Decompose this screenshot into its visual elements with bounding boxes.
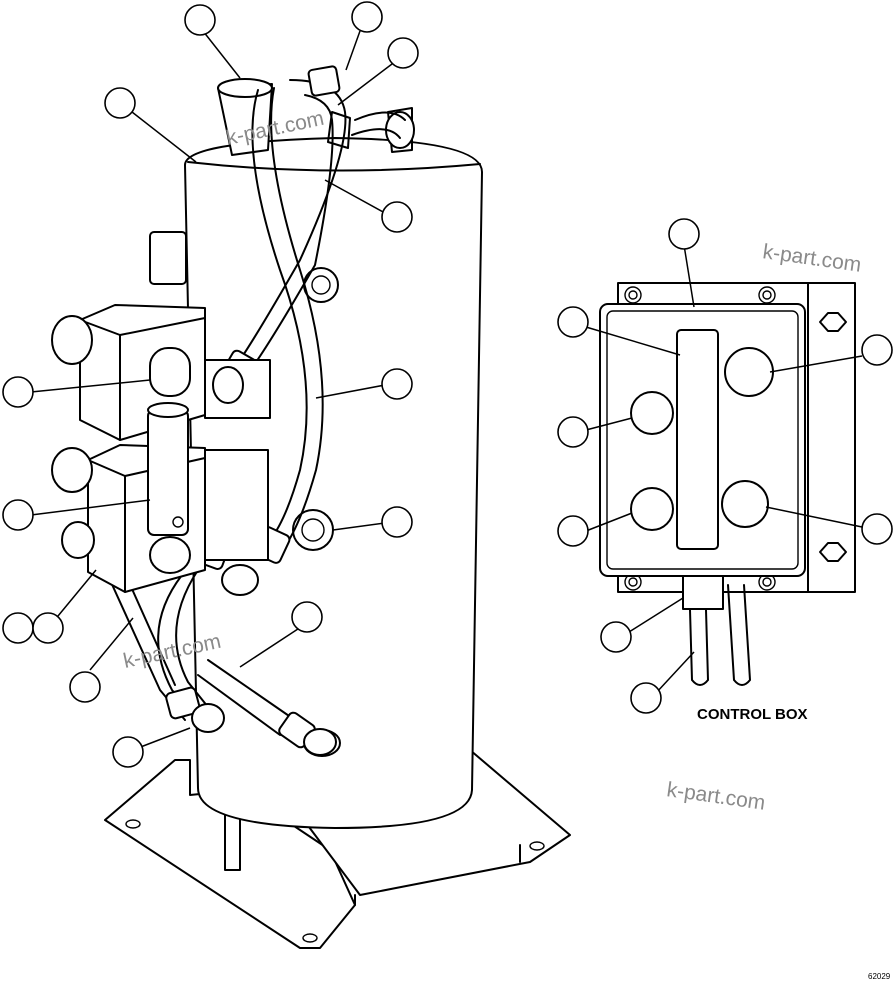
callout-bubble — [291, 601, 323, 633]
drawing-number: 62029 — [868, 972, 891, 981]
callout-bubble — [600, 621, 632, 653]
callout-bubble — [387, 37, 419, 69]
callout-bubble — [381, 368, 413, 400]
callout-bubble — [861, 513, 893, 545]
callout-bubble — [2, 612, 34, 644]
callout-bubble — [630, 682, 662, 714]
callout-bubble — [104, 87, 136, 119]
valve-body-tube — [147, 402, 189, 536]
watermark-text: k-part.com — [761, 240, 862, 277]
callout-bubble — [381, 506, 413, 538]
callout-bubble — [381, 201, 413, 233]
callout-bubble — [184, 4, 216, 36]
callout-bubble — [112, 736, 144, 768]
refrigerant-tubing — [109, 79, 406, 736]
control-box-label: CONTROL BOX — [697, 706, 808, 723]
discharge-port-fitting — [217, 78, 273, 156]
compressor-mounting-base — [104, 749, 571, 949]
callout-bubble — [668, 218, 700, 250]
compressor-shell — [149, 137, 483, 829]
callout-bubble — [557, 515, 589, 547]
callout-bubble — [557, 306, 589, 338]
solenoid-valve-upper — [51, 304, 271, 441]
callout-bubble — [32, 612, 64, 644]
callout-bubble — [69, 671, 101, 703]
control-box-cable-gland — [682, 575, 751, 686]
callout-bubble — [2, 499, 34, 531]
callout-bubble — [2, 376, 34, 408]
callout-bubble — [351, 1, 383, 33]
callout-bubbles — [2, 1, 893, 768]
watermark-text: k-part.com — [665, 778, 766, 815]
control-box — [599, 303, 806, 577]
callout-bubble — [861, 334, 893, 366]
callout-bubble — [557, 416, 589, 448]
leader-lines — [30, 30, 863, 749]
suction-port-fitting — [385, 107, 415, 153]
